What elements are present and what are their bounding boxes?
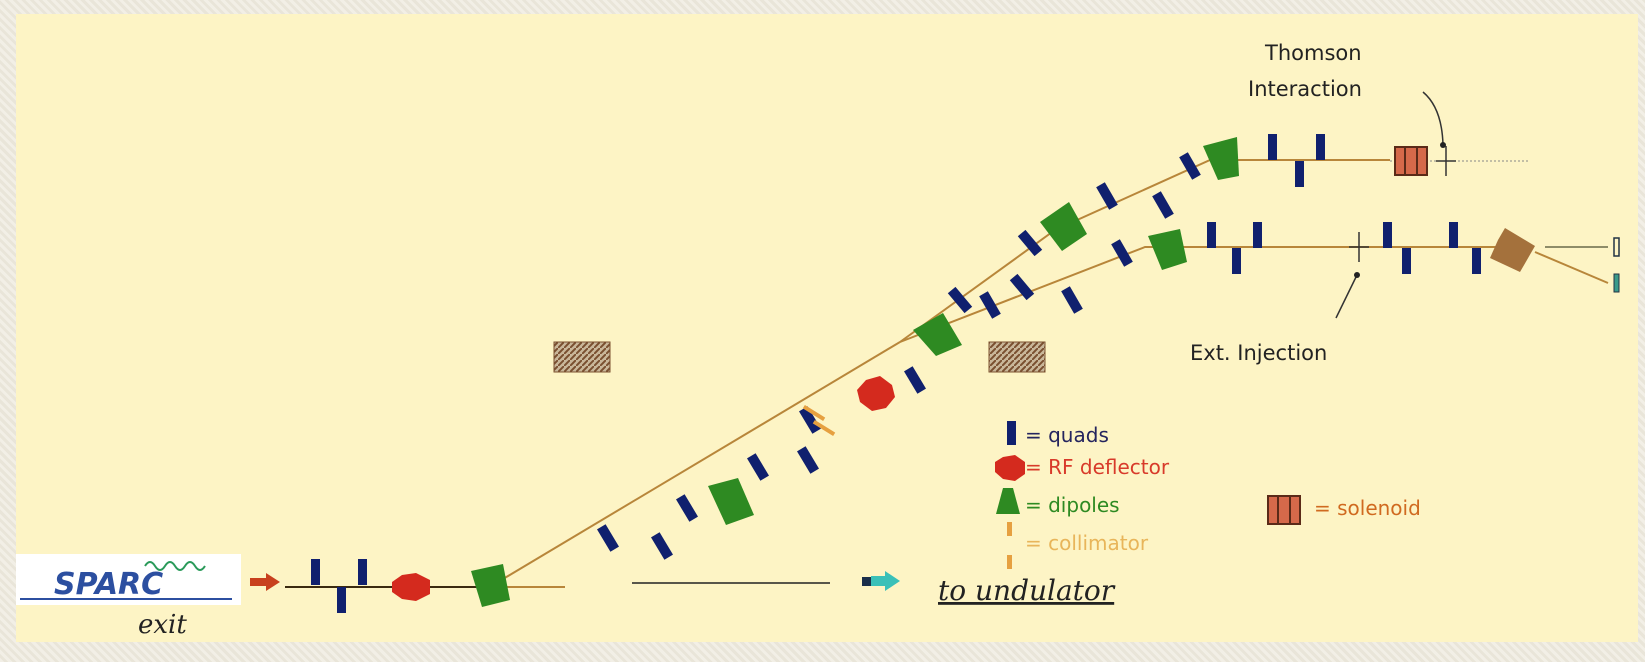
hatched-block-right — [988, 341, 1046, 373]
quad — [947, 286, 973, 314]
dogleg-line — [487, 341, 901, 589]
legend-solenoid-icon — [1267, 495, 1301, 525]
quad — [1017, 229, 1043, 257]
dipole — [471, 564, 510, 607]
quad — [1009, 273, 1035, 301]
quad — [337, 587, 346, 613]
quad — [1295, 161, 1304, 187]
quad — [797, 446, 819, 474]
to-undulator-label: to undulator — [938, 574, 1116, 607]
legend: = quads = RF deflector = dipoles = colli… — [995, 421, 1421, 569]
legend-collimator-icon-bottom — [1007, 555, 1012, 569]
legend-rf-icon — [995, 455, 1025, 481]
injection-ip-marker — [1335, 232, 1369, 319]
legend-solenoid-label: = solenoid — [1314, 496, 1421, 520]
quad — [979, 291, 1001, 319]
solenoid — [1394, 146, 1428, 176]
diagonal-branch-line — [1534, 251, 1609, 284]
rf-deflector-1 — [392, 573, 430, 601]
quad — [799, 406, 821, 434]
quad — [1232, 248, 1241, 274]
legend-dipole-icon — [996, 488, 1020, 514]
bend-diamond — [1490, 228, 1535, 272]
sparc-logo-text: SPARC — [54, 567, 163, 602]
quad — [1316, 134, 1325, 160]
quad — [1061, 286, 1083, 314]
thomson-beamline — [899, 159, 1390, 343]
legend-rf-label: = RF deflector — [1025, 455, 1170, 479]
quad — [1268, 134, 1277, 160]
quad — [1449, 222, 1458, 248]
legend-quads-label: = quads — [1025, 423, 1109, 447]
dipole — [1040, 202, 1087, 251]
thomson-pointer-dot — [1440, 142, 1446, 148]
to-undulator-arrow — [862, 571, 900, 591]
legend-quad-icon — [1007, 421, 1016, 445]
ext-injection-label: Ext. Injection — [1190, 341, 1327, 365]
hatched-block-left — [553, 341, 611, 373]
diagram-panel — [16, 14, 1638, 642]
dipole — [708, 478, 754, 525]
quad — [1111, 239, 1133, 267]
quad — [1096, 182, 1118, 210]
sparc-exit-label: exit — [138, 610, 187, 640]
sparc-wave-icon — [144, 561, 206, 571]
injection-pointer-dot — [1354, 272, 1360, 278]
sparc-exit-arrow — [250, 573, 280, 591]
beamlines — [285, 159, 1609, 589]
quad — [904, 366, 926, 394]
thomson-label-line1: Thomson — [1264, 41, 1362, 65]
quad — [676, 494, 698, 522]
quad — [358, 559, 367, 585]
legend-collimator-label: = collimator — [1025, 531, 1149, 555]
quad — [597, 524, 619, 552]
quad — [1179, 152, 1201, 180]
dipoles — [471, 137, 1239, 607]
quad — [311, 559, 320, 585]
quad — [1472, 248, 1481, 274]
end-marker-bottom — [1613, 273, 1620, 293]
thomson-label-line2: Interaction — [1248, 77, 1362, 101]
sparc-logo: SPARC — [16, 554, 241, 605]
legend-collimator-icon-top — [1007, 522, 1012, 536]
quad — [1383, 222, 1392, 248]
quad — [1207, 222, 1216, 248]
dipole — [1203, 137, 1239, 180]
dipole — [1148, 229, 1187, 270]
thomson-ip-marker — [1422, 91, 1456, 176]
quadrupoles — [311, 134, 1481, 613]
legend-dipoles-label: = dipoles — [1025, 493, 1120, 517]
quad — [1253, 222, 1262, 248]
injection-beamline — [899, 246, 1510, 343]
dipole — [913, 313, 962, 356]
rf-deflector-2 — [857, 376, 895, 411]
quad — [1152, 191, 1174, 219]
end-marker-top — [1613, 237, 1620, 257]
collimator — [802, 404, 836, 437]
quad — [747, 453, 769, 481]
quad — [1402, 248, 1411, 274]
quad — [651, 532, 673, 560]
